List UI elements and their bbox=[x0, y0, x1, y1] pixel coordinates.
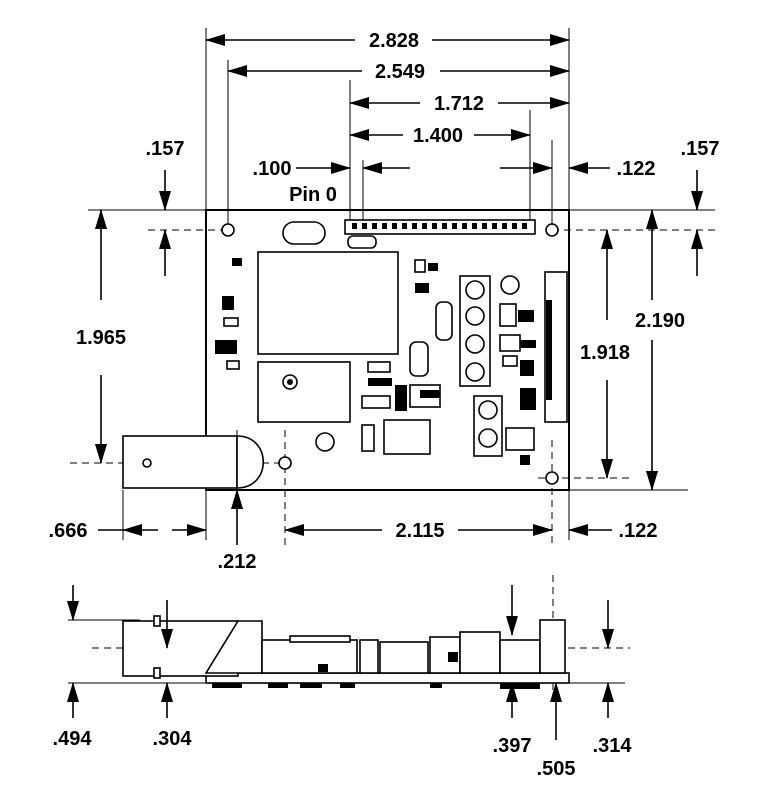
dim-left-hole-offset: .157 bbox=[146, 138, 185, 160]
dim-right-hole-offset-bottom: .122 bbox=[619, 520, 658, 542]
side-view: .494 .304 .397 .505 .314 bbox=[53, 575, 633, 780]
dim-overall-width: 2.828 bbox=[369, 30, 419, 52]
dim-connector-height: .494 bbox=[53, 728, 93, 750]
dim-right-hole-offset-top: .122 bbox=[617, 158, 656, 180]
dim-connector-center-height: .304 bbox=[153, 728, 193, 750]
pin-header bbox=[345, 220, 535, 234]
dim-overall-height: 2.190 bbox=[635, 310, 685, 332]
mounting-hole bbox=[546, 224, 558, 236]
dim-pin-pitch: .100 bbox=[253, 158, 292, 180]
crystal bbox=[283, 222, 325, 244]
dim-hole-to-edge-width: 2.549 bbox=[375, 61, 425, 83]
dim-header-length: 1.400 bbox=[413, 125, 463, 147]
dim-right-hole-span: 1.918 bbox=[580, 342, 630, 364]
mounting-hole bbox=[222, 224, 234, 236]
dim-connector-center-offset: .212 bbox=[218, 551, 257, 573]
dim-left-hole-span: 1.965 bbox=[76, 327, 126, 349]
dim-connector-overhang: .666 bbox=[49, 520, 88, 542]
top-view: 2.828 2.549 1.712 1.400 .100 Pin 0 .122 … bbox=[49, 28, 720, 573]
mounting-hole bbox=[546, 472, 558, 484]
dim-component-height-c: .314 bbox=[593, 735, 633, 757]
mounting-hole bbox=[279, 457, 291, 469]
pin-0-label: Pin 0 bbox=[289, 184, 337, 206]
dim-right-hole-offset: .157 bbox=[681, 138, 720, 160]
dim-header-to-edge: 1.712 bbox=[434, 93, 484, 115]
main-chip bbox=[258, 252, 398, 354]
dim-component-height-a: .397 bbox=[493, 735, 532, 757]
pcb-side-profile bbox=[206, 673, 569, 683]
bnc-connector bbox=[123, 436, 263, 488]
dim-component-height-b: .505 bbox=[537, 758, 576, 780]
dim-bottom-hole-span: 2.115 bbox=[396, 520, 445, 542]
